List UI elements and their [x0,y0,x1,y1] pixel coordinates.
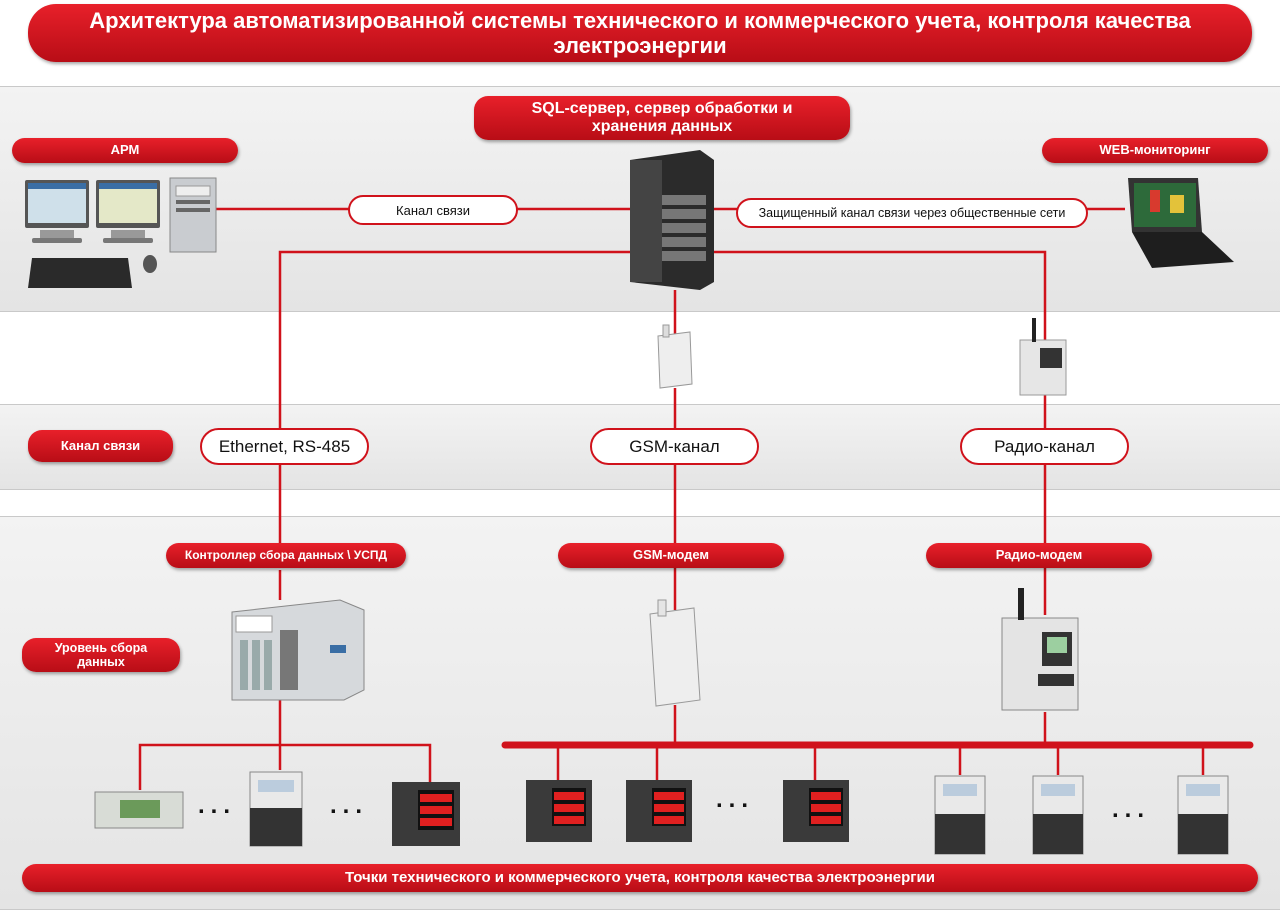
meter-icon [1177,775,1229,855]
ellipsis-3: ... [716,786,755,813]
server-tower-icon [169,177,217,253]
radio-modem-label: Радио-модем [926,543,1152,568]
gsm-modem-label: GSM-модем [558,543,784,568]
monitor-icon [25,180,89,243]
secure-channel-label: Защищенный канал связи через общественны… [736,198,1088,228]
channel-level-label: Канал связи [28,430,173,462]
meter-icon [249,771,303,847]
meter-icon [934,775,986,855]
mouse-icon [143,255,157,273]
power-analyzer-icon [783,780,849,842]
ellipsis-1: ... [198,792,237,819]
gsm-channel-label: GSM-канал [590,428,759,465]
sql-server-label: SQL-сервер, сервер обработки и хранения … [474,96,850,140]
arm-label: АРМ [12,138,238,163]
controller-label: Контроллер сбора данных \ УСПД [166,543,406,568]
monitor-icon [96,180,160,243]
metering-points-label: Точки технического и коммерческого учета… [22,864,1258,892]
ellipsis-2: ... [330,792,369,819]
channel-label-top: Канал связи [348,195,518,225]
collection-level-label: Уровень сбора данных [22,638,180,672]
meter-icon [1032,775,1084,855]
keyboard-icon [28,258,132,288]
radio-channel-label: Радио-канал [960,428,1129,465]
web-monitoring-label: WEB-мониторинг [1042,138,1268,163]
power-analyzer-icon [526,780,592,842]
din-rail-module-icon [94,791,184,829]
power-analyzer-icon [626,780,692,842]
power-analyzer-icon [392,782,460,846]
ethernet-rs485-label: Ethernet, RS-485 [200,428,369,465]
ellipsis-4: ... [1112,796,1151,823]
page-title: Архитектура автоматизированной системы т… [28,4,1252,62]
